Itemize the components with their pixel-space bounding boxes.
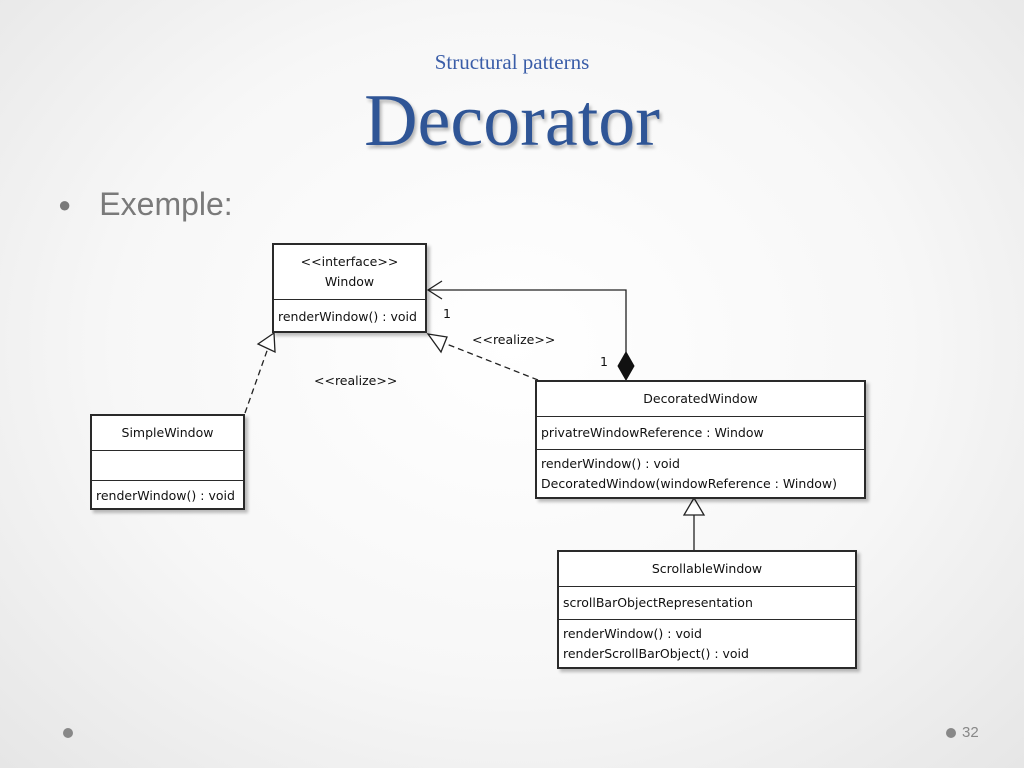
class-scrollable-window-op-2: renderScrollBarObject() : void [563, 645, 749, 661]
class-simple-window-op: renderWindow() : void [96, 487, 235, 503]
class-decorated-window[interactable]: DecoratedWindow privatreWindowReference … [535, 380, 866, 499]
class-simple-window-name: SimpleWindow [121, 425, 214, 440]
class-window-name: Window [324, 274, 375, 289]
class-decorated-window-attr: privatreWindowReference : Window [541, 425, 764, 440]
slide-title: Decorator [364, 80, 660, 162]
class-window-header: <<interface>> Window [274, 245, 425, 299]
class-window-stereotype: <<interface>> [300, 254, 399, 269]
class-decorated-window-attributes: privatreWindowReference : Window [537, 416, 864, 449]
composition-line [428, 289, 627, 352]
class-simple-window[interactable]: SimpleWindow renderWindow() : void [90, 414, 245, 510]
class-simple-window-header: SimpleWindow [92, 416, 243, 450]
class-window[interactable]: <<interface>> Window renderWindow() : vo… [272, 243, 427, 333]
class-scrollable-window-header: ScrollableWindow [559, 552, 855, 586]
class-scrollable-window-operations: renderWindow() : void renderScrollBarObj… [559, 619, 855, 667]
realize-decorated-arrowhead [426, 333, 448, 354]
page-number: 32 [962, 724, 979, 741]
label-realize-decorated: <<realize>> [472, 332, 556, 347]
class-window-op: renderWindow() : void [278, 308, 417, 324]
class-decorated-window-operations: renderWindow() : void DecoratedWindow(wi… [537, 449, 864, 497]
bullet-icon: ● [58, 191, 72, 217]
class-decorated-window-name: DecoratedWindow [643, 391, 758, 406]
bullet-text: Exemple: [99, 186, 233, 222]
composition-open-arrowhead [426, 280, 443, 300]
label-realize-simple: <<realize>> [314, 373, 398, 388]
footer-right-dot [946, 728, 956, 738]
realize-simple-line [244, 347, 269, 414]
label-multiplicity-decorated: 1 [600, 354, 608, 369]
label-multiplicity-window: 1 [443, 306, 451, 321]
class-decorated-window-op-2: DecoratedWindow(windowReference : Window… [541, 475, 838, 491]
realize-decorated-line [443, 342, 539, 381]
class-decorated-window-header: DecoratedWindow [537, 382, 864, 416]
slide-subtitle: Structural patterns [434, 50, 590, 74]
class-decorated-window-op-1: renderWindow() : void [541, 455, 680, 471]
class-scrollable-window[interactable]: ScrollableWindow scrollBarObjectRepresen… [557, 550, 857, 669]
class-scrollable-window-op-1: renderWindow() : void [563, 625, 702, 641]
realize-simple-arrowhead [256, 331, 276, 354]
footer-left-dot [63, 728, 73, 738]
bullet-item: ● Exemple: [58, 186, 233, 223]
generalization-arrowhead [682, 496, 706, 516]
class-scrollable-window-attr: scrollBarObjectRepresentation [563, 595, 753, 610]
class-simple-window-operations: renderWindow() : void [92, 480, 243, 510]
composition-diamond [617, 350, 635, 382]
class-simple-window-attributes [92, 450, 243, 480]
class-window-operations: renderWindow() : void [274, 299, 425, 333]
class-scrollable-window-attributes: scrollBarObjectRepresentation [559, 586, 855, 619]
class-scrollable-window-name: ScrollableWindow [651, 561, 763, 576]
